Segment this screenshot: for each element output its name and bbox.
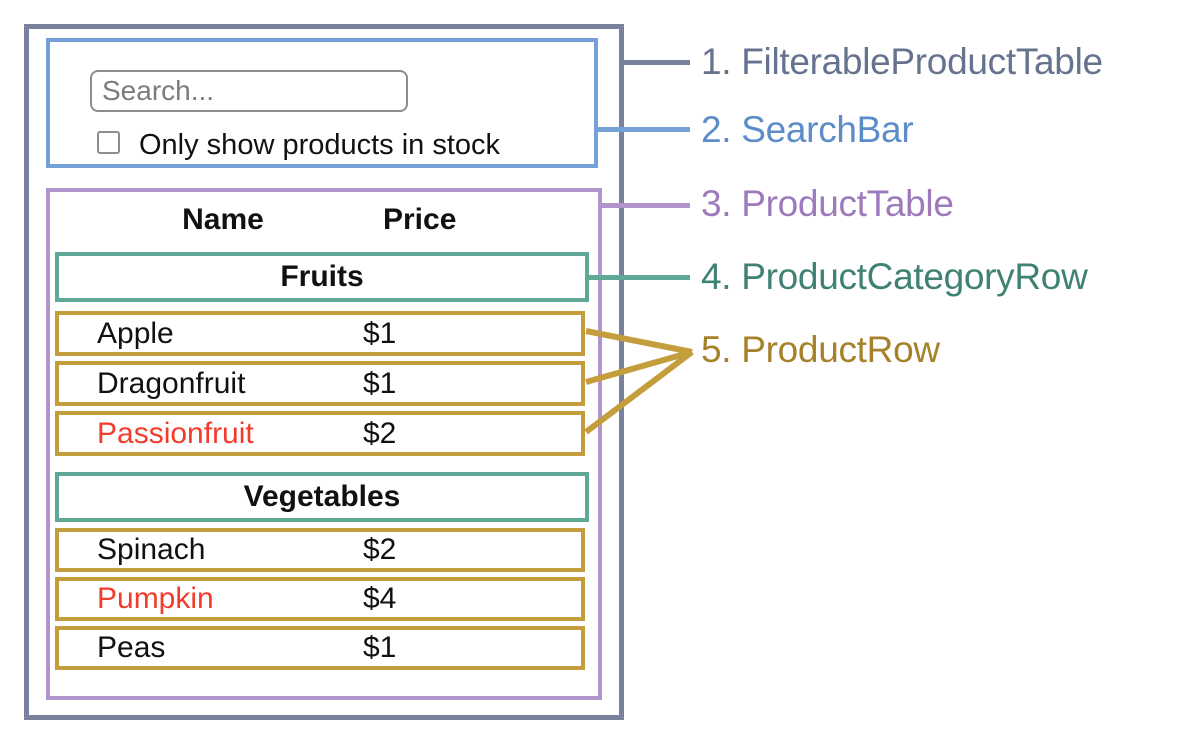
connector-line-product-category-row xyxy=(586,275,690,280)
product-name: Spinach xyxy=(97,533,206,566)
product-price: $1 xyxy=(363,366,397,400)
product-price: $4 xyxy=(363,582,397,615)
category-label: Fruits xyxy=(280,260,364,293)
legend-label-filterable-product-table: 1. FilterableProductTable xyxy=(701,41,1103,82)
category-label: Vegetables xyxy=(243,480,401,513)
legend-label-search-bar: 2. SearchBar xyxy=(701,109,914,150)
connector-line-search-bar xyxy=(597,127,690,132)
product-category-row-vegetables: Vegetables xyxy=(55,472,589,522)
in-stock-checkbox-label: Only show products in stock xyxy=(139,129,501,161)
in-stock-checkbox[interactable] xyxy=(97,131,120,154)
product-price: $1 xyxy=(363,631,397,664)
product-row-dragonfruit: Dragonfruit $1 xyxy=(55,361,585,406)
product-name: Dragonfruit xyxy=(97,366,246,400)
legend-label-product-category-row: 4. ProductCategoryRow xyxy=(701,256,1088,297)
product-price: $2 xyxy=(363,533,397,566)
product-row-pumpkin: Pumpkin $4 xyxy=(55,577,585,621)
search-input[interactable] xyxy=(90,70,408,112)
column-header-price: Price xyxy=(383,203,457,236)
product-name-out-of-stock: Pumpkin xyxy=(97,582,214,615)
connector-line-product-table xyxy=(599,203,690,208)
product-row-spinach: Spinach $2 xyxy=(55,528,585,572)
product-name: Apple xyxy=(97,316,174,350)
connector-line-filterable-product-table xyxy=(621,60,690,65)
column-header-name: Name xyxy=(182,203,264,236)
product-name: Peas xyxy=(97,631,166,664)
product-row-passionfruit: Passionfruit $2 xyxy=(55,411,585,456)
product-category-row-fruits: Fruits xyxy=(55,252,589,302)
legend-label-product-table: 3. ProductTable xyxy=(701,183,954,224)
product-price: $1 xyxy=(363,316,397,350)
product-row-peas: Peas $1 xyxy=(55,626,585,670)
product-price: $2 xyxy=(363,416,397,450)
legend-label-product-row: 5. ProductRow xyxy=(701,329,940,370)
product-row-apple: Apple $1 xyxy=(55,311,585,356)
product-name-out-of-stock: Passionfruit xyxy=(97,416,254,450)
